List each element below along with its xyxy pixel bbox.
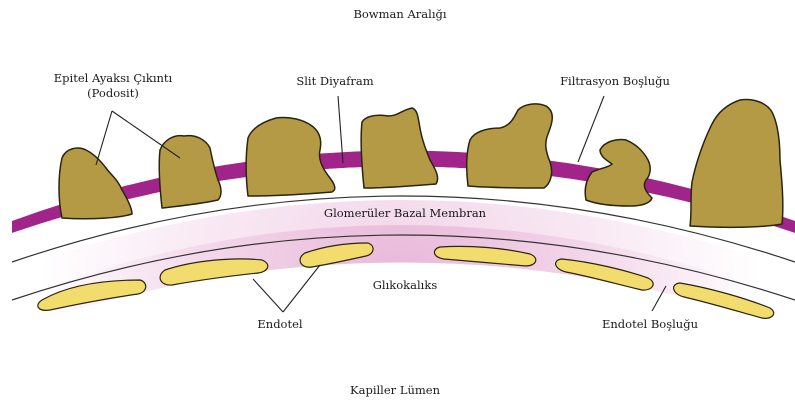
endothelial-gap-label: Endotel Boşluğu: [575, 317, 725, 331]
epithelial-foot-process-label: Epitel Ayaksı Çıkıntı: [38, 71, 188, 85]
podocyte-label: (Podosit): [38, 86, 188, 100]
bowman-space-label: Bowman Aralığı: [320, 7, 480, 21]
podosit-leader-left: [96, 111, 112, 165]
podocyte-foot-process: [59, 148, 132, 219]
podocyte-foot-process: [159, 136, 221, 208]
endotel-leader-right: [283, 265, 320, 312]
podocyte-foot-process: [467, 104, 553, 188]
slit-diaphragm-label: Slit Diyafram: [280, 74, 390, 88]
glycocalyx-label: Glıkokalıks: [360, 278, 450, 292]
podocyte-foot-process: [690, 100, 783, 228]
podocyte-foot-process: [585, 139, 652, 206]
endothelium-label: Endotel: [240, 317, 320, 331]
podocyte-foot-process: [361, 108, 437, 188]
podosit-leader-right: [112, 111, 180, 158]
filtration-gap-label: Filtrasyon Boşluğu: [540, 74, 690, 88]
glomerular-basement-membrane-label: Glomerüler Bazal Membran: [305, 206, 505, 220]
endotel-leader-left: [253, 279, 283, 312]
capillary-lumen-label: Kapiller Lümen: [320, 383, 470, 397]
